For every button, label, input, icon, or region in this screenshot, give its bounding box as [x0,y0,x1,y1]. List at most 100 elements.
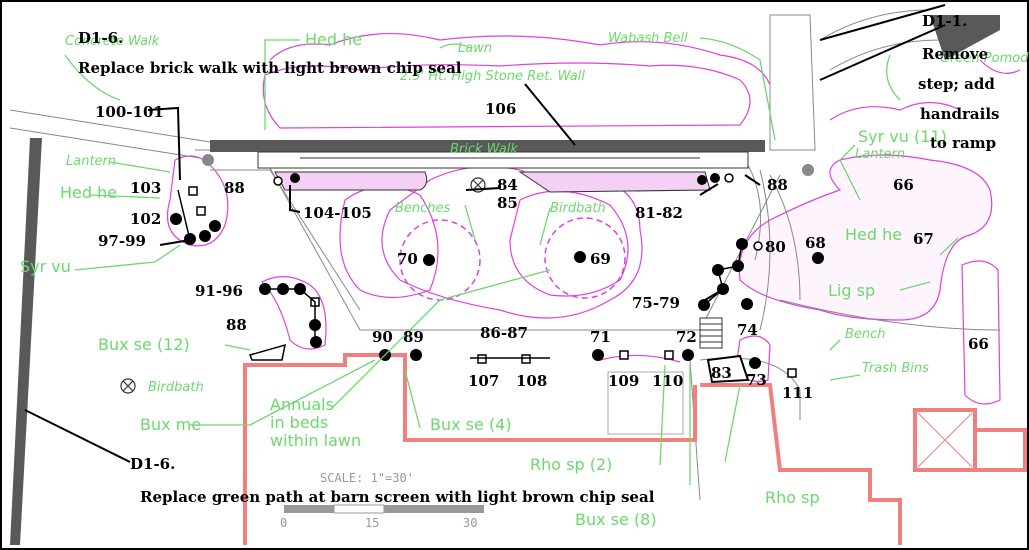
num-110: 110 [652,372,683,390]
num-91-96: 91-96 [195,282,243,300]
num-74: 74 [737,321,758,339]
label-birdbath-left: Birdbath [148,380,204,395]
brick-walk [257,151,749,169]
left-wall [10,138,42,545]
num-72: 72 [676,328,697,346]
label-lig-sp: Lig sp [828,281,875,300]
label-green-path: Green Pomodoro Path [940,51,1029,66]
note-3-id: D1-6. [130,455,175,473]
open-markers [273,173,763,251]
bed-left-stipple [274,171,428,191]
num-88-boulder: 88 [226,316,247,334]
callout-lines [24,4,946,463]
label-syr-vu-right: Syr vu (11) [858,127,947,146]
label-bench: Bench [845,327,886,342]
note-2-line-3: handrails [920,105,999,123]
label-trash-bins: Trash Bins [862,361,929,376]
label-bux-se-8: Bux se (8) [575,510,657,529]
scale-tick-15: 15 [365,516,379,530]
birdbath-ring-right [544,217,626,299]
planting-beds [166,32,1021,405]
num-111: 111 [782,384,813,402]
note-2-line-2: step; add [918,75,995,93]
num-80: 80 [765,238,786,256]
label-concrete-walk: Concrete Walk [65,34,160,49]
note-1-id: D1-6. [78,29,123,47]
stone-wall [210,140,765,152]
num-88-left: 88 [224,179,245,197]
note-2-line-4: to ramp [930,134,996,152]
num-67: 67 [913,230,934,248]
label-hed-he-left: Hed he [60,183,117,202]
label-birdbath-center: Birdbath [550,201,606,216]
note-1-text: Replace brick walk with light brown chip… [78,59,462,77]
label-bux-se-4: Bux se (4) [430,415,512,434]
num-70: 70 [397,250,418,268]
num-103: 103 [130,179,161,197]
label-stone-wall: 2.5' Ht. High Stone Ret. Wall [400,69,585,84]
label-annuals-1: Annuals [270,395,334,414]
num-71: 71 [590,328,611,346]
label-wabash-bell: Wabash Bell [608,31,688,46]
num-106: 106 [485,100,516,118]
label-brick-walk: Brick Walk [450,142,518,157]
boulder-88 [248,343,286,361]
label-hed-he-top: Hed he [305,30,362,49]
upper-right-path [769,9,941,151]
num-68: 68 [805,234,826,252]
label-rho-sp: Rho sp [765,488,820,507]
num-66-right: 66 [968,335,989,353]
patio [607,371,684,435]
note-3-text: Replace green path at barn screen with l… [140,488,655,506]
num-66-top: 66 [893,176,914,194]
marker-lines [177,189,743,359]
roof-hatch [917,412,973,468]
num-69: 69 [590,250,611,268]
birdbath-symbols [120,177,486,394]
label-bux-me: Bux me [140,415,201,434]
label-bux-se-12: Bux se (12) [98,335,190,354]
num-90: 90 [372,328,393,346]
label-rho-sp-2: Rho sp (2) [530,455,612,474]
num-107: 107 [468,372,499,390]
num-102: 102 [130,210,161,228]
bed-right-stipple [518,171,711,193]
num-84: 84 [497,176,518,194]
label-annuals-2: in beds [270,413,328,432]
label-benches: Benches [395,201,451,216]
lantern-left-symbol [202,154,214,166]
top-right-wall [930,15,1000,60]
scale-tick-30: 30 [463,516,477,530]
num-89: 89 [403,328,424,346]
note-2-id: D1-1. [922,12,967,30]
num-88-right: 88 [767,176,788,194]
num-86-87: 86-87 [480,324,528,342]
leader-lines [64,37,959,485]
num-100-101: 100-101 [95,103,164,121]
num-108: 108 [516,372,547,390]
boulder-83 [706,354,750,384]
num-75-79: 75-79 [632,294,680,312]
num-83: 83 [711,364,732,382]
label-lawn: Lawn [458,41,492,56]
steps [699,317,723,349]
label-lantern-right: Lantern [855,147,905,162]
label-hed-he-right: Hed he [845,225,902,244]
label-syr-vu-left: Syr vu [20,257,71,276]
num-97-99: 97-99 [98,232,146,250]
label-annuals-3: within lawn [270,431,361,450]
num-81-82: 81-82 [635,204,683,222]
lantern-right-symbol [802,164,814,176]
scale-label: SCALE: 1"=30' [320,471,414,485]
num-109: 109 [608,372,639,390]
label-lantern-left: Lantern [66,154,116,169]
buildings [243,353,1027,545]
num-104-105: 104-105 [303,204,372,222]
scale-tick-0: 0 [280,516,287,530]
num-73: 73 [746,371,767,389]
scale-bar: SCALE: 1"=30' 0 15 30 [280,471,484,530]
num-85: 85 [497,194,518,212]
square-markers [188,186,797,378]
note-2-line-1: Remove [922,45,988,63]
